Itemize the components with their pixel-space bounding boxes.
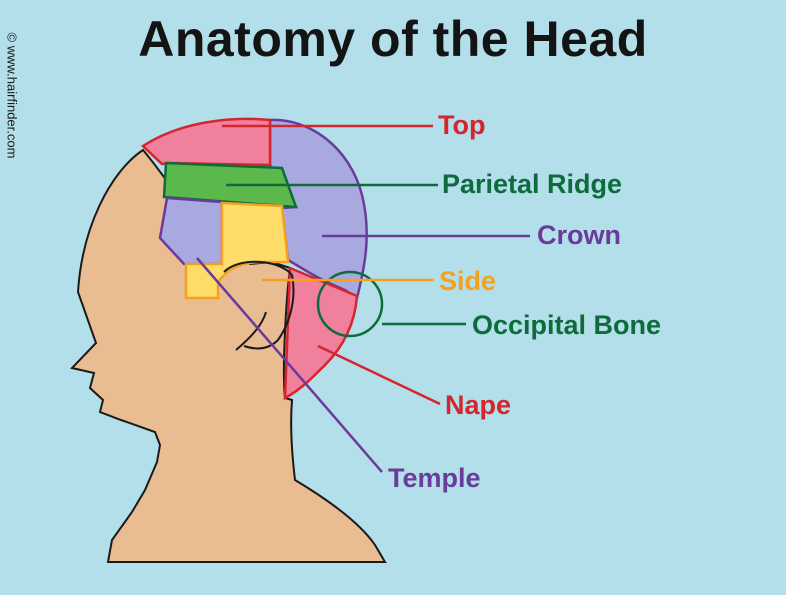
label-top: Top — [438, 110, 485, 140]
top-region — [140, 117, 272, 167]
label-temple: Temple — [388, 463, 481, 493]
nape-leader-line — [317, 344, 441, 406]
label-occipital-bone: Occipital Bone — [472, 310, 661, 340]
label-crown: Crown — [537, 220, 621, 250]
crown-region — [268, 118, 368, 301]
diagram-title: Anatomy of the Head — [138, 11, 648, 67]
label-nape: Nape — [445, 390, 511, 420]
ear-inner — [235, 311, 267, 351]
ear-outline — [223, 260, 295, 350]
nape-region — [283, 266, 359, 401]
temple-leader-line — [196, 257, 383, 473]
label-parietal-ridge: Parietal Ridge — [442, 169, 622, 199]
label-side: Side — [439, 266, 496, 296]
occipital-bone-circle — [316, 270, 384, 338]
